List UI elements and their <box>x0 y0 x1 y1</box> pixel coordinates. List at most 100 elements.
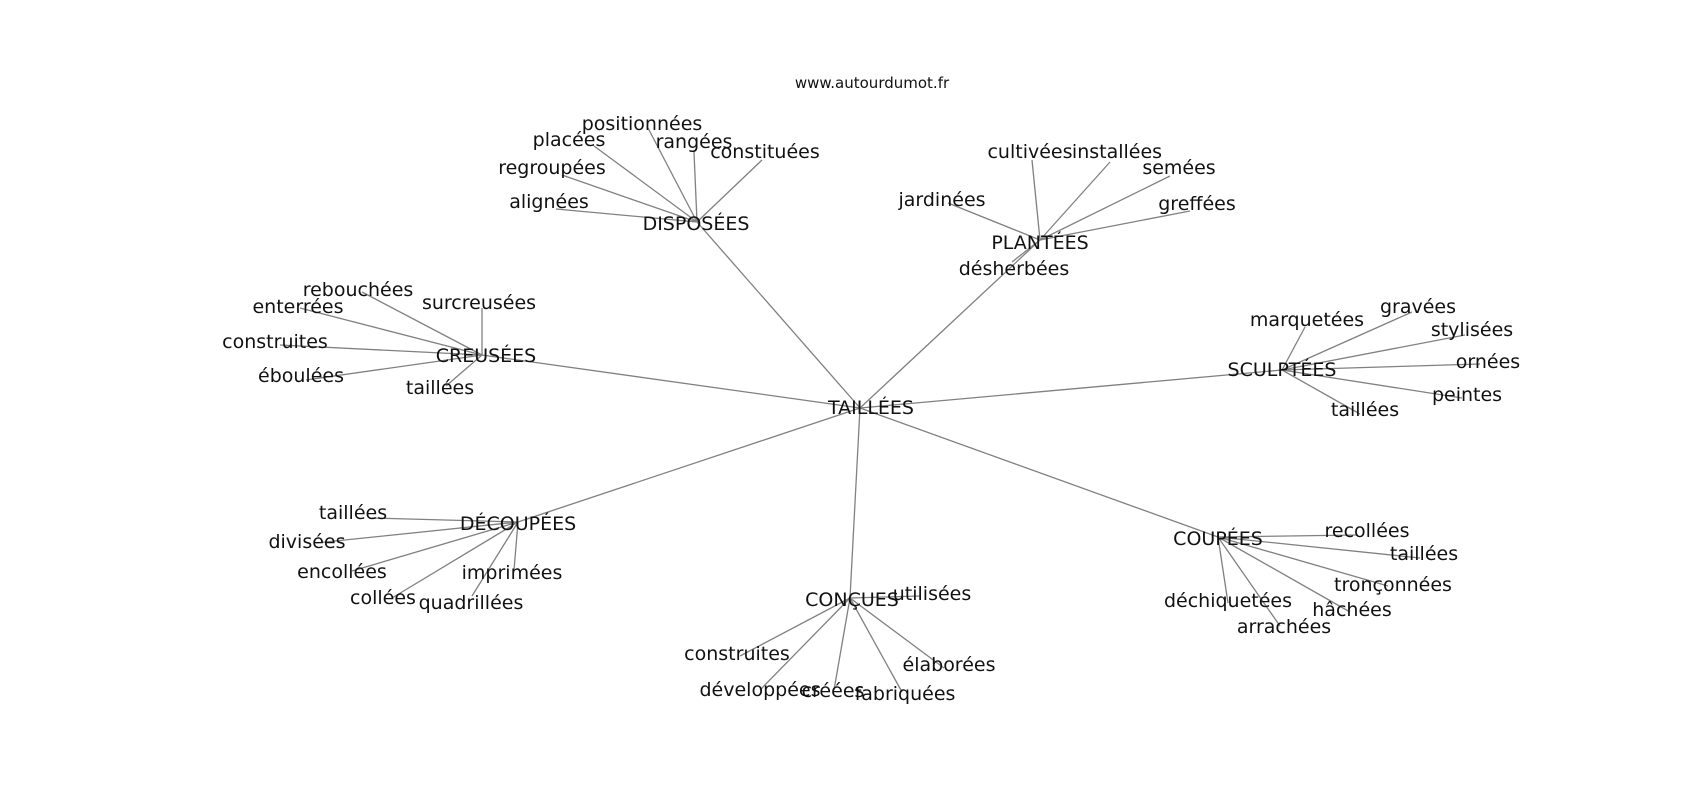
leaf-node-label: positionnées <box>582 113 703 135</box>
leaf-node-label: taillées <box>319 502 387 524</box>
leaf-node-label: taillées <box>406 377 474 399</box>
leaf-edge <box>849 597 945 669</box>
leaf-node-label: peintes <box>1432 384 1502 406</box>
leaf-node-label: arrachées <box>1237 616 1331 638</box>
leaf-node-label: taillées <box>1331 399 1399 421</box>
leaf-edge <box>1217 536 1351 613</box>
leaf-edge <box>279 344 483 356</box>
graph-edges <box>279 127 1481 693</box>
cluster-node-label: DISPOSÉES <box>643 212 750 235</box>
hub-edge <box>859 407 1219 538</box>
leaf-node-label: semées <box>1142 157 1215 179</box>
leaf-edge <box>371 517 519 523</box>
hub-edge <box>849 407 861 599</box>
leaf-node-label: créées <box>802 680 865 702</box>
leaf-node-label: fabriquées <box>855 683 956 705</box>
leaf-edge <box>833 597 851 691</box>
leaf-node-label: greffées <box>1158 193 1236 215</box>
leaf-edge <box>1039 210 1191 241</box>
graph-labels: www.autourdumot.fr TAILLÉES DISPOSÉES posi… <box>222 74 1520 705</box>
leaf-edge <box>696 159 763 223</box>
leaf-edge <box>471 521 519 597</box>
leaf-edge <box>361 291 483 356</box>
leaf-node-label: élaborées <box>903 654 996 676</box>
leaf-edge <box>1217 534 1359 538</box>
leaf-edge <box>305 354 483 381</box>
leaf-node-label: éboulées <box>258 365 344 387</box>
leaf-node-label: enterrées <box>252 296 343 318</box>
leaf-node-label: tronçonnées <box>1334 574 1452 596</box>
leaf-edge <box>315 521 519 544</box>
leaf-edge <box>1281 311 1413 371</box>
leaf-edge <box>1217 536 1281 627</box>
leaf-edge <box>947 202 1041 241</box>
leaf-node-label: cultivées <box>987 141 1072 163</box>
leaf-node-label: rebouchées <box>303 279 414 301</box>
leaf-edge <box>1011 239 1041 263</box>
leaf-node-label: hâchées <box>1312 599 1391 621</box>
leaf-node-label: recollées <box>1325 520 1410 542</box>
leaf-edge <box>555 208 698 223</box>
cluster-node-label: SCULPTÉES <box>1228 358 1337 381</box>
hub-edge <box>859 369 1283 409</box>
leaf-edge <box>391 521 519 599</box>
leaf-node-label: encollées <box>297 561 387 583</box>
hub-edge <box>859 239 1041 409</box>
leaf-edge <box>561 174 698 223</box>
cluster-node-label: DÉCOUPÉES <box>460 512 576 535</box>
leaf-node-label: taillées <box>1390 543 1458 565</box>
leaf-node-label: rangées <box>656 131 733 153</box>
hub-edge <box>696 221 861 409</box>
site-watermark: www.autourdumot.fr <box>795 74 950 92</box>
leaf-node-label: constituées <box>710 141 820 163</box>
leaf-edge <box>1039 175 1171 241</box>
center-node-label: TAILLÉES <box>827 396 914 419</box>
leaf-node-label: placées <box>533 129 606 151</box>
leaf-edge <box>849 597 903 693</box>
cluster-node-label: CREUSÉES <box>436 344 537 367</box>
leaf-node-label: jardinées <box>897 189 985 211</box>
leaf-node-label: quadrillées <box>419 592 524 614</box>
leaf-edge <box>1281 369 1361 415</box>
leaf-node-label: surcreusées <box>422 292 536 314</box>
leaf-node-label: développées <box>700 679 821 701</box>
leaf-node-label: désherbées <box>959 258 1070 280</box>
leaf-edge <box>1281 334 1466 371</box>
leaf-edge <box>1039 161 1111 241</box>
leaf-edge <box>759 597 851 691</box>
cluster-node-label: COUPÉES <box>1173 527 1263 550</box>
leaf-node-label: regroupées <box>498 157 606 179</box>
leaf-edge <box>513 521 519 571</box>
leaf-edge <box>445 354 483 387</box>
leaf-edge <box>739 597 851 657</box>
leaf-edge <box>647 127 698 223</box>
leaf-edge <box>1217 536 1389 587</box>
leaf-edge <box>1031 159 1041 241</box>
hub-edge <box>481 354 861 409</box>
leaf-node-label: divisées <box>268 531 345 553</box>
leaf-node-label: collées <box>350 587 416 609</box>
leaf-edge <box>351 521 519 572</box>
leaf-edge <box>849 595 921 599</box>
leaf-node-label: déchiquetées <box>1164 590 1292 612</box>
leaf-edge <box>1281 369 1463 399</box>
leaf-edge <box>1217 536 1421 559</box>
leaf-node-label: installées <box>1072 141 1162 163</box>
cluster-node-label: CONÇUES <box>805 589 899 611</box>
leaf-node-label: ornées <box>1456 351 1520 373</box>
leaf-node-label: alignées <box>509 191 589 213</box>
leaf-node-label: construites <box>222 331 328 353</box>
leaf-node-label: imprimées <box>462 562 563 584</box>
hub-edge <box>517 407 861 523</box>
leaf-edge <box>1281 326 1306 371</box>
leaf-edge <box>299 307 483 356</box>
leaf-edge <box>1281 363 1481 371</box>
leaf-node-label: utilisées <box>893 583 972 605</box>
leaf-node-label: construites <box>684 643 790 665</box>
leaf-edge <box>1217 536 1229 604</box>
leaf-node-label: marquetées <box>1250 309 1364 331</box>
leaf-node-label: gravées <box>1380 296 1456 318</box>
cluster-node-label: PLANTÉES <box>991 231 1088 254</box>
leaf-edge <box>693 151 698 223</box>
